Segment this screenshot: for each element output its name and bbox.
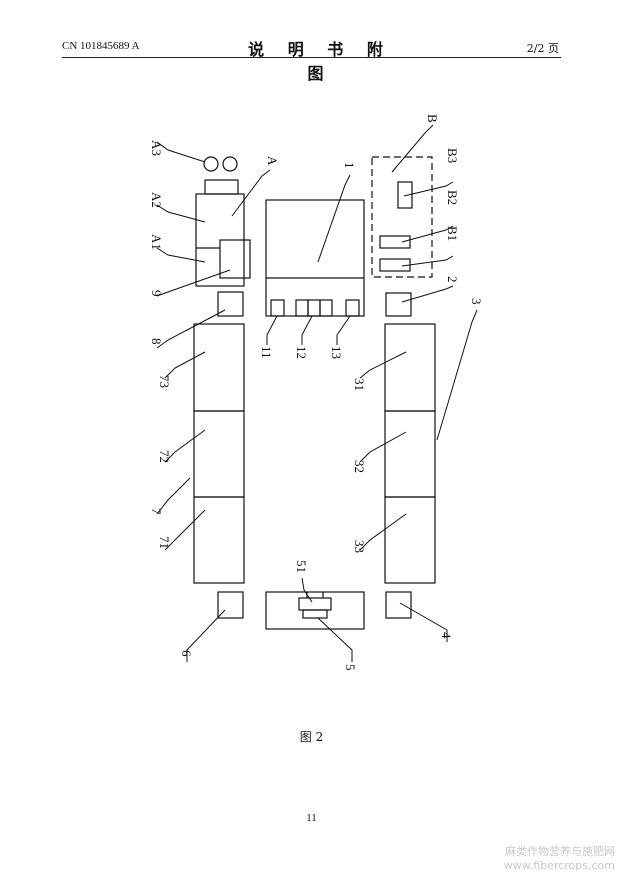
box-9 [219,239,251,279]
leader-5 [317,617,353,662]
page-indicator: 2/2 页 [526,42,559,55]
leader-2 [401,285,454,303]
label-a: A [265,156,280,166]
label-1: 1 [342,162,357,169]
label-b1: B1 [445,226,460,241]
box-51 [298,597,332,611]
label-13: 13 [329,346,344,359]
leader-a1 [156,247,206,263]
label-b3: B3 [445,148,460,163]
label-b2: B2 [445,190,460,205]
label-b: B [425,114,440,123]
box-2 [385,292,412,317]
label-a2: A2 [149,192,164,208]
box-8 [217,291,244,317]
box-b3 [397,181,413,209]
label-8: 8 [149,338,164,345]
leader-31 [359,351,407,379]
region-b [371,156,433,278]
watermark-line-2: www.fibercrops.com [503,859,615,872]
leader-11 [266,315,278,345]
label-12: 12 [294,346,309,359]
label-32: 32 [352,460,367,473]
label-71: 71 [157,536,172,549]
box-11 [270,299,285,317]
column-32 [384,410,436,498]
page-number: 11 [306,812,317,824]
leader-51 [301,577,313,603]
leader-72 [164,429,206,463]
block-1 [265,199,365,317]
box-b2 [379,235,411,249]
column-71 [193,496,245,584]
column-31 [384,323,436,412]
watermark-line-1: 麻类作物营养与施肥网 [505,845,615,858]
box-6 [217,591,244,619]
box-4 [385,591,412,619]
leader-b [391,124,434,173]
label-7: 7 [149,508,164,515]
leader-9 [156,269,231,297]
box-12c [319,299,333,317]
leader-a3 [156,141,206,163]
leader-6 [186,609,226,662]
column-72 [193,410,245,498]
patent-number: CN 101845689 A [62,40,140,52]
a-top-block [204,179,239,195]
label-9: 9 [149,290,164,297]
label-4: 4 [439,632,454,639]
label-5: 5 [343,664,358,671]
leader-a2 [156,204,206,223]
label-11: 11 [259,346,274,359]
column-33 [384,496,436,584]
leader-b1 [401,255,454,267]
leader-7 [156,477,191,515]
box-13 [345,299,360,317]
leader-13 [336,315,351,345]
label-2: 2 [445,276,460,283]
leader-8 [156,309,226,349]
a3-circle-right [222,156,238,172]
label-a3: A3 [149,140,164,156]
label-73: 73 [157,375,172,388]
column-73 [193,323,245,412]
leader-b2 [401,225,454,243]
box-12b [307,299,321,317]
label-6: 6 [179,650,194,657]
box-12a [295,299,309,317]
leader-33 [359,513,407,551]
label-31: 31 [352,378,367,391]
header-rule [62,57,561,58]
box-b1 [379,258,411,272]
label-72: 72 [157,450,172,463]
watermark: 麻类作物营养与施肥网 www.fibercrops.com [504,845,615,873]
leader-32 [359,431,407,463]
leader-73 [164,351,206,379]
leader-4 [399,602,448,642]
leader-3 [436,309,478,441]
leader-71 [164,509,206,551]
label-a1: A1 [149,234,164,250]
a3-circle-left [203,156,219,172]
label-33: 33 [352,540,367,553]
leader-a [231,169,271,217]
figure-caption: 图 2 [299,730,324,744]
leader-b3 [403,181,454,197]
box-51-inner [302,609,328,619]
leader-12 [301,315,313,345]
label-51: 51 [294,560,309,573]
section-title: 说 明 书 附 图 [248,40,392,83]
block-5 [265,591,365,630]
leader-1 [317,174,351,263]
label-3: 3 [469,298,484,305]
